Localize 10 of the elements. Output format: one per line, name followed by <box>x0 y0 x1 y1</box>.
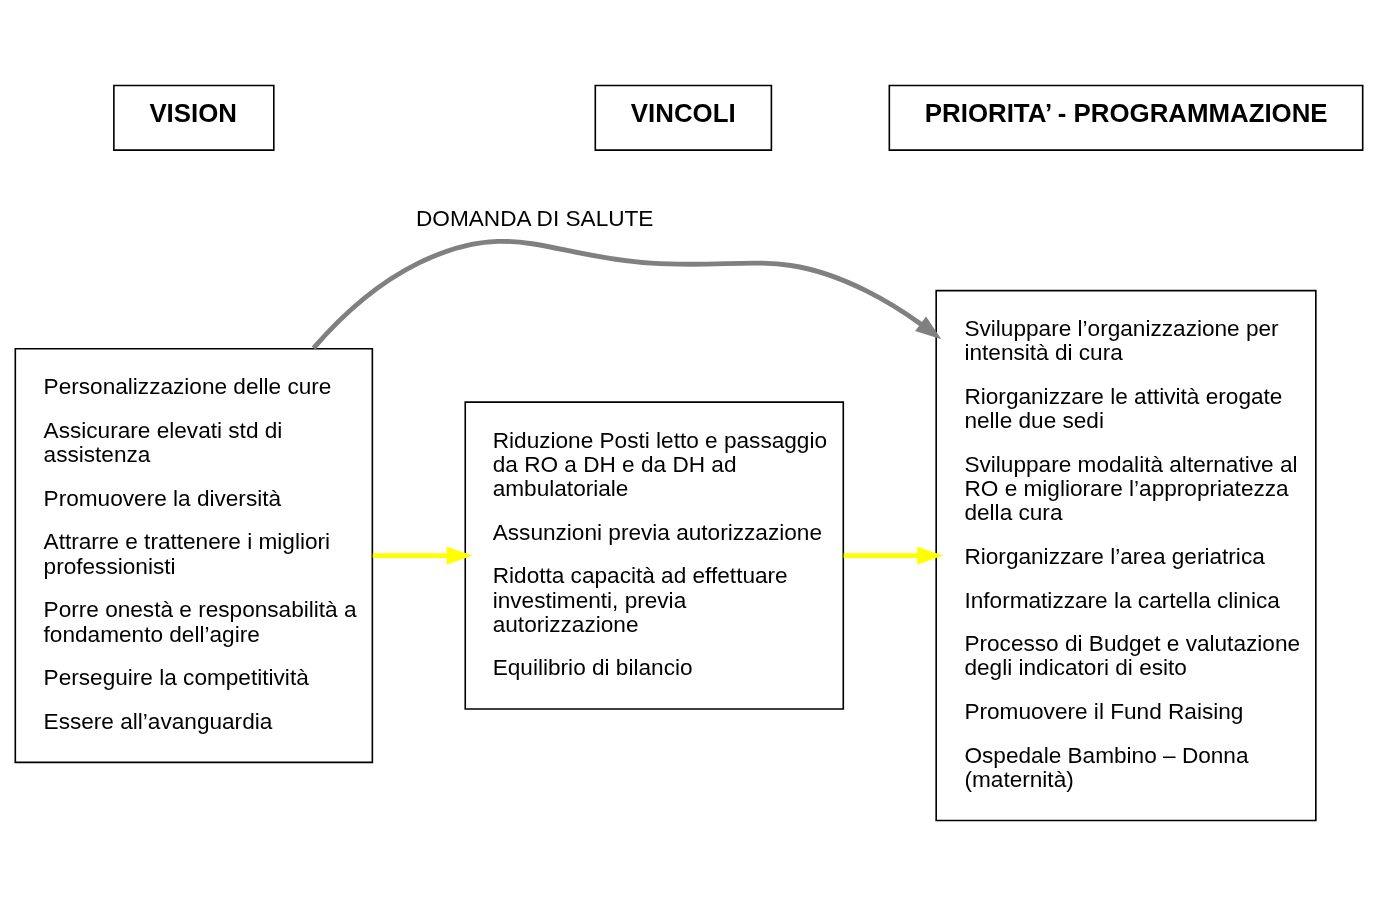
arrow <box>843 546 944 565</box>
arrow <box>311 239 942 350</box>
node-box: Riduzione Posti letto e passaggio da RO a DH e da DH ad ambulatoriale Assunzioni previa autorizzazione Ridotta capacità ad effettuare investimenti, previa autorizzazione Equilibrio di bilancio <box>464 401 845 710</box>
arrow <box>372 546 473 565</box>
node-box: VINCOLI <box>594 84 773 151</box>
node-box: Sviluppare l’organizzazione per intensità di cura Riorganizzare le attività erogate nelle due sedi Sviluppare modalità alternative al RO e migliorare l’appropriatezza della cura Riorganizzare l’area geriatrica Informatizzare la cartella clinica Processo di Budget e valutazione degli indicatori di esito Promuovere il Fund Raising Ospedale Bambino – Donna (maternità) <box>935 289 1317 822</box>
node-box: VISION <box>113 84 275 151</box>
node-box: Personalizzazione delle cure Assicurare elevati std di assistenza Promuovere la diversità Attrarre e trattenere i migliori professionisti Porre onestà e responsabilità a fondamento dell’agire Perseguire la competitività Essere all’avanguardia <box>14 348 374 764</box>
node-box: PRIORITA’ - PROGRAMMAZIONE <box>888 84 1364 151</box>
edge-label: DOMANDA DI SALUTE <box>415 206 654 232</box>
